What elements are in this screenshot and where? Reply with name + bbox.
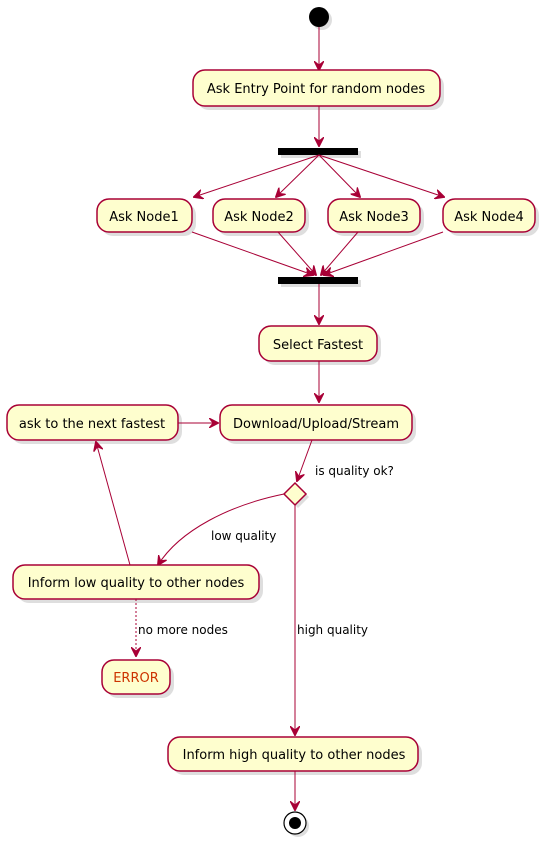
decision-quality [282,481,309,508]
edge-node3-to-join [321,231,359,275]
edge-low-to-next-fastest [96,442,131,566]
fork-bar [278,148,361,158]
edge-fork-to-node1 [194,154,320,197]
activity-error: ERROR [101,659,174,698]
activity-inform-high-quality: Inform high quality to other nodes [167,736,422,775]
edge-node1-to-join [191,231,313,275]
activity-ask-node4: Ask Node4 [442,198,539,236]
activity-download-upload-stream-label: Download/Upload/Stream [233,417,399,432]
activity-inform-low-quality-label: Inform low quality to other nodes [28,576,245,591]
edge-download-to-decision [297,439,313,481]
activity-select-fastest-label: Select Fastest [273,338,363,353]
edge-fork-to-node4 [318,154,444,197]
activity-ask-node2: Ask Node2 [212,198,309,236]
activity-select-fastest: Select Fastest [258,325,381,365]
decision-question-label: is quality ok? [315,464,394,478]
activity-ask-node1-label: Ask Node1 [109,210,179,225]
activity-ask-node4-label: Ask Node4 [454,210,524,225]
activity-ask-entry-point: Ask Entry Point for random nodes [192,69,444,110]
join-bar [278,277,361,287]
activity-ask-node1: Ask Node1 [96,198,196,236]
edge-node2-to-join [277,231,316,275]
edge-fork-to-node2 [276,154,320,197]
activity-ask-next-fastest-label: ask to the next fastest [19,417,165,432]
activity-ask-entry-point-label: Ask Entry Point for random nodes [207,82,425,97]
high-quality-label: high quality [297,623,368,637]
activity-error-label: ERROR [113,671,159,686]
activity-ask-node2-label: Ask Node2 [224,210,294,225]
edge-node4-to-join [324,231,444,275]
activity-ask-next-fastest: ask to the next fastest [6,404,182,444]
activity-ask-node3: Ask Node3 [327,198,424,236]
activity-inform-low-quality: Inform low quality to other nodes [12,564,263,603]
activity-ask-node3-label: Ask Node3 [339,210,409,225]
edge-decision-to-low [158,493,285,565]
end-node [283,811,309,837]
activity-download-upload-stream: Download/Upload/Stream [219,404,416,444]
no-more-nodes-label: no more nodes [138,623,228,637]
low-quality-label: low quality [211,529,276,543]
start-node [309,7,332,30]
edge-fork-to-node3 [318,154,360,197]
activity-inform-high-quality-label: Inform high quality to other nodes [183,748,406,763]
